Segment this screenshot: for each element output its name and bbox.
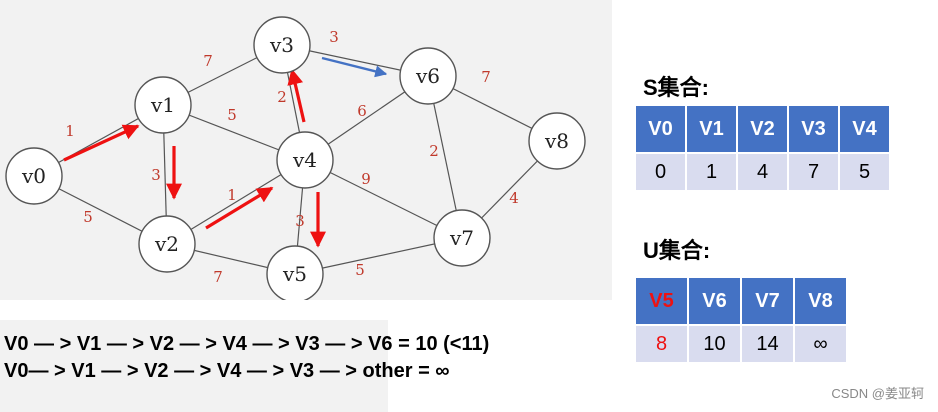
node-v6 — [399, 47, 457, 105]
s-set-value-cell: 0 — [634, 152, 687, 192]
s-set-value-cell: 1 — [685, 152, 738, 192]
u-set-header-row: V5 V6 V7 V8 — [634, 276, 848, 326]
s-set-value-cell: 4 — [736, 152, 789, 192]
s-set-header-row: V0 V1 V2 V3 V4 — [634, 104, 891, 154]
node-v2 — [138, 215, 196, 273]
node-v3 — [253, 16, 311, 74]
u-set-value-cell: 10 — [687, 324, 742, 364]
node-label-v1: v1 — [150, 93, 175, 117]
path-arrow-v3-v6 — [321, 56, 388, 78]
s-set-value-cell: 7 — [787, 152, 840, 192]
node-v4 — [276, 131, 334, 189]
s-set-header-cell: V2 — [736, 104, 789, 154]
node-label-v5: v5 — [282, 262, 307, 286]
u-set-title: U集合: — [643, 238, 711, 263]
node-v8 — [528, 112, 586, 170]
s-set-value-cell: 5 — [838, 152, 891, 192]
watermark: CSDN @姜亚轲 — [831, 386, 924, 401]
edge-weight-v1-v4: 5 — [227, 106, 237, 124]
u-set-header-cell-highlighted: V5 — [634, 276, 689, 326]
node-label-v4: v4 — [292, 148, 317, 172]
node-label-v2: v2 — [154, 232, 179, 256]
s-set-header-cell: V3 — [787, 104, 840, 154]
node-label-v8: v8 — [544, 129, 569, 153]
path-arrow-layer — [63, 56, 388, 248]
edge-weight-v0-v2: 5 — [83, 208, 93, 226]
node-layer: v0 v1 v2 v3 v4 v5 v6 v7 v8 — [5, 16, 586, 300]
edge-weight-v3-v4: 2 — [277, 88, 287, 106]
path-arrow-v0-v1 — [63, 124, 140, 162]
node-label-v0: v0 — [21, 164, 46, 188]
edge-weight-v1-v3: 7 — [203, 52, 213, 70]
edge-v4-v7 — [304, 159, 463, 239]
edge-weight-v6-v8: 7 — [481, 68, 491, 86]
u-set-header-cell: V7 — [740, 276, 795, 326]
u-set-value-cell-highlighted: 8 — [634, 324, 689, 364]
node-v1 — [134, 76, 192, 134]
node-v5 — [266, 245, 324, 300]
u-set-value-cell: 14 — [740, 324, 795, 364]
path-arrow-v4-v3 — [287, 68, 306, 123]
edge-weight-v4-v7: 9 — [361, 170, 371, 188]
u-set-value-cell: ∞ — [793, 324, 848, 364]
edge-weight-v1-v2: 3 — [151, 166, 161, 184]
edge-weight-v3-v6: 3 — [329, 28, 339, 46]
node-label-v6: v6 — [415, 64, 440, 88]
edge-weight-v4-v6: 6 — [357, 102, 367, 120]
edge-weight-v2-v4: 1 — [227, 186, 237, 204]
path-arrow-v2-v4 — [205, 186, 274, 230]
u-set-table: V5 V6 V7 V8 8 10 14 ∞ — [634, 276, 848, 364]
path-line-2: V0— > V1 — > V2 — > V4 — > V3 — > other … — [4, 360, 450, 382]
u-set-header-cell: V6 — [687, 276, 742, 326]
graph-diagram: 1 5 7 3 5 1 7 2 3 6 3 9 5 2 7 4 v0 v1 v2 v3 v4 v5 v6 v7 v8 — [5, 16, 586, 300]
s-set-header-cell: V4 — [838, 104, 891, 154]
edge-weight-v2-v5: 7 — [213, 268, 223, 286]
edge-weight-v0-v1: 1 — [65, 122, 75, 140]
edge-weight-v5-v7: 5 — [355, 261, 365, 279]
node-label-v3: v3 — [269, 33, 294, 57]
node-label-v7: v7 — [449, 226, 474, 250]
s-set-value-row: 0 1 4 7 5 — [634, 152, 891, 192]
s-set-header-cell: V0 — [634, 104, 687, 154]
edge-weight-v4-v5: 3 — [295, 212, 305, 230]
node-v0 — [5, 147, 63, 205]
s-set-title: S集合: — [643, 75, 710, 100]
s-set-header-cell: V1 — [685, 104, 738, 154]
node-v7 — [433, 209, 491, 267]
edge-weight-v7-v8: 4 — [509, 189, 519, 207]
u-set-value-row: 8 10 14 ∞ — [634, 324, 848, 364]
edge-weight-v6-v7: 2 — [429, 142, 439, 160]
s-set-table: V0 V1 V2 V3 V4 0 1 4 7 5 — [634, 104, 891, 192]
u-set-header-cell: V8 — [793, 276, 848, 326]
path-line-1: V0 — > V1 — > V2 — > V4 — > V3 — > V6 = … — [4, 333, 490, 355]
path-panel — [0, 320, 388, 412]
